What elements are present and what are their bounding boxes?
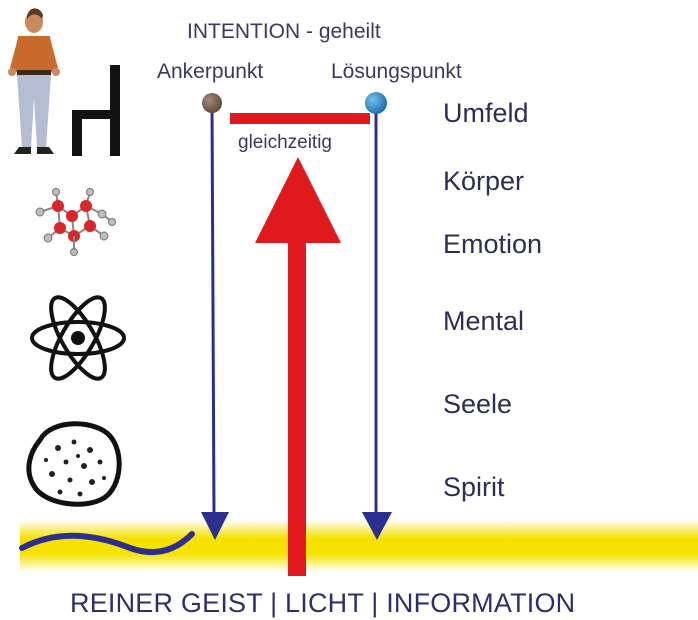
simultaneous-label: gleichzeitig (238, 132, 332, 153)
anchor-point-label: Ankerpunkt (157, 60, 264, 83)
level-label-emotion: Emotion (443, 229, 543, 259)
wave-icon (19, 531, 195, 555)
person-icon (8, 8, 60, 154)
footer-caption: REINER GEIST | LICHT | INFORMATION (70, 588, 576, 618)
level-label-koerper: Körper (443, 166, 525, 196)
intention-up-arrow (255, 157, 341, 576)
atom-icon (30, 295, 126, 381)
solution-point-dot (365, 92, 387, 114)
level-label-mental: Mental (443, 306, 525, 336)
level-label-umfeld: Umfeld (443, 98, 529, 128)
molecule-icon (35, 188, 116, 256)
anchor-arrow (201, 103, 229, 540)
anchor-point-dot (202, 93, 222, 113)
solution-arrow (362, 104, 392, 540)
chair-icon (72, 65, 120, 156)
level-label-seele: Seele (443, 389, 513, 419)
solution-point-label: Lösungspunkt (331, 60, 462, 83)
cell-icon (26, 421, 122, 507)
intention-label: INTENTION - geheilt (187, 20, 381, 43)
intention-bar (230, 113, 370, 124)
level-label-spirit: Spirit (443, 472, 505, 502)
